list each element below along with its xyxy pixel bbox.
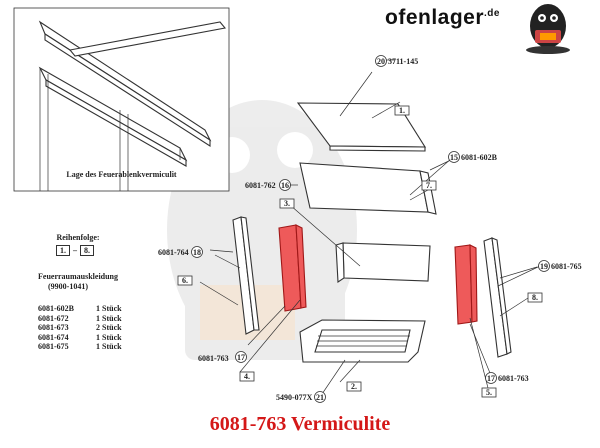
- legend-heading-2: (9900-1041): [48, 281, 88, 291]
- svg-text:6081-763: 6081-763: [498, 374, 529, 383]
- step-4: 4.: [239, 371, 255, 382]
- part-6081-763-left-highlight: [239, 224, 307, 373]
- legend-row: 6081-672 1 Stück: [38, 314, 122, 324]
- brand-tld: .de: [484, 8, 500, 19]
- inset-caption: Lage des Feuerablenkvermiculit: [66, 170, 177, 179]
- svg-text:17: 17: [237, 353, 245, 362]
- svg-text:7.: 7.: [426, 181, 432, 190]
- part-6081-762: [289, 204, 431, 283]
- callout-16: 6081-762 16: [245, 179, 291, 191]
- legend-qty: 1 Stück: [96, 342, 122, 351]
- order-range: 1. – 8.: [56, 244, 122, 256]
- legend-row: 6081-675 1 Stück: [38, 342, 122, 352]
- callout-21: 5490-077X 21: [276, 391, 326, 403]
- step-2: 2.: [346, 381, 362, 392]
- part-6081-764: [199, 216, 260, 335]
- part-3711-145: [296, 71, 427, 152]
- legend: Reihenfolge: 1. – 8. Feuerraumauskleidun…: [38, 233, 122, 352]
- legend-qty: 2 Stück: [96, 323, 122, 332]
- svg-text:16: 16: [281, 181, 289, 190]
- callout-17-left: 6081-763 17: [198, 351, 247, 363]
- svg-text:6.: 6.: [182, 276, 188, 285]
- callout-15: 15 6081-602B: [448, 151, 498, 163]
- legend-part: 6081-673: [38, 323, 69, 332]
- legend-part: 6081-672: [38, 313, 69, 323]
- callout-20: 20 3711-145: [375, 55, 418, 67]
- svg-text:5.: 5.: [486, 388, 492, 397]
- legend-part: 6081-602B: [38, 304, 74, 313]
- order-from: 1.: [56, 244, 70, 256]
- part-5490-077X: [299, 319, 426, 383]
- order-to: 8.: [80, 244, 94, 256]
- svg-text:3.: 3.: [284, 199, 290, 208]
- step-7: 7.: [421, 180, 437, 191]
- callout-17-right: 17 6081-763: [485, 372, 529, 384]
- brand-logo-text: ofenlager.de: [385, 6, 500, 30]
- callout-19: 19 6081-765: [538, 260, 582, 272]
- svg-text:6081-602B: 6081-602B: [461, 153, 498, 162]
- part-6081-765: [483, 237, 541, 358]
- svg-text:6081-762: 6081-762: [245, 181, 276, 190]
- legend-row: 6081-673 2 Stück: [38, 323, 122, 333]
- legend-row: 6081-674 1 Stück: [38, 333, 122, 343]
- step-5: 5.: [481, 387, 497, 398]
- svg-text:19: 19: [540, 262, 548, 271]
- svg-text:17: 17: [487, 374, 495, 383]
- step-8: 8.: [527, 292, 543, 303]
- callout-18: 6081-764 18: [158, 246, 203, 258]
- inset-illustration: [38, 20, 227, 191]
- order-dash: –: [73, 245, 77, 255]
- part-6081-763-right-highlight: [454, 244, 489, 389]
- legend-heading-1: Feuerraumauskleidung: [38, 272, 119, 281]
- legend-qty: 1 Stück: [96, 304, 122, 313]
- page-title: 6081-763 Vermiculite: [209, 413, 391, 435]
- order-heading: Reihenfolge:: [56, 233, 100, 242]
- step-6: 6.: [177, 275, 193, 286]
- svg-text:15: 15: [450, 153, 458, 162]
- svg-text:6081-763: 6081-763: [198, 354, 229, 363]
- legend-qty: 1 Stück: [96, 313, 122, 323]
- stove-mascot-icon: [526, 4, 570, 54]
- svg-text:6081-764: 6081-764: [158, 248, 189, 257]
- callout-leaders: [209, 59, 538, 398]
- legend-qty: 1 Stück: [96, 332, 122, 342]
- svg-text:21: 21: [316, 393, 324, 402]
- brand-name: ofenlager: [385, 6, 485, 29]
- svg-text:3711-145: 3711-145: [388, 57, 418, 66]
- legend-part: 6081-675: [38, 342, 69, 351]
- svg-text:8.: 8.: [532, 293, 538, 302]
- svg-text:5490-077X: 5490-077X: [276, 393, 313, 402]
- svg-text:4.: 4.: [244, 372, 250, 381]
- legend-part: 6081-674: [38, 332, 69, 342]
- svg-text:1.: 1.: [399, 106, 405, 115]
- step-1: 1.: [394, 105, 410, 116]
- svg-text:20: 20: [377, 57, 385, 66]
- svg-text:6081-765: 6081-765: [551, 262, 582, 271]
- legend-row: 6081-602B 1 Stück: [38, 304, 122, 314]
- step-3: 3.: [279, 198, 295, 209]
- svg-text:2.: 2.: [351, 382, 357, 391]
- svg-text:18: 18: [193, 248, 201, 257]
